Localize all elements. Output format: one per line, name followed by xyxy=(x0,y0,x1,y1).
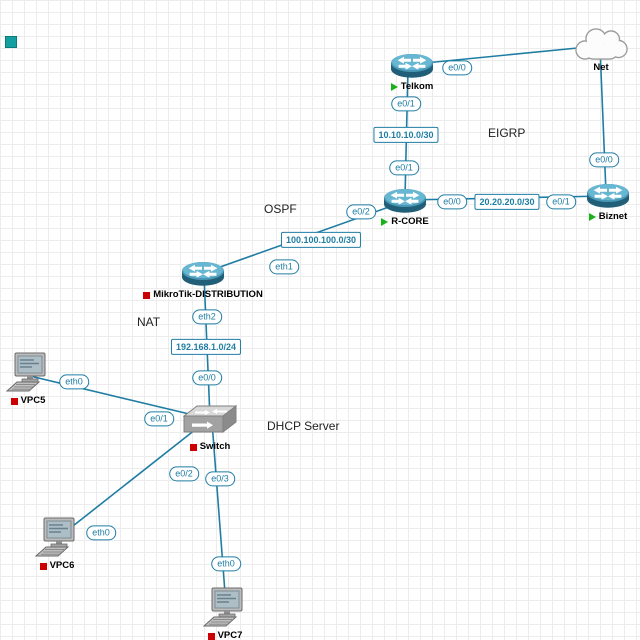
interface-label-switch-vpc5: e0/1 xyxy=(144,411,174,427)
subnet-label-rcore-mikrotik: 100.100.100.0/30 xyxy=(280,231,362,249)
interface-label-biznet-rcore: e0/1 xyxy=(546,194,576,210)
node-net[interactable]: Net xyxy=(572,27,630,73)
interface-label-switch-vpc7: e0/3 xyxy=(205,471,235,487)
interface-label-rcore-biznet: e0/0 xyxy=(437,194,467,210)
node-label: Biznet xyxy=(588,211,628,222)
node-label-text: Telkom xyxy=(400,81,434,92)
square-shape[interactable] xyxy=(5,36,17,48)
interface-label-telkom-net: e0/0 xyxy=(442,60,472,76)
node-telkom[interactable]: Telkom xyxy=(389,50,435,92)
node-mikrotik-distribution[interactable]: MikroTik-DISTRIBUTION xyxy=(143,258,263,300)
annotation-ospf: OSPF xyxy=(264,202,297,216)
node-label: VPC7 xyxy=(207,630,243,640)
node-label-text: MikroTik-DISTRIBUTION xyxy=(153,289,263,300)
node-biznet[interactable]: Biznet xyxy=(585,180,631,222)
subnet-label-telkom-rcore: 10.10.10.0/30 xyxy=(373,126,439,144)
interface-label-rcore-telkom: e0/1 xyxy=(389,160,419,176)
node-switch[interactable]: Switch xyxy=(183,404,237,452)
pc-icon xyxy=(6,352,46,392)
interface-label-vpc6-switch: eth0 xyxy=(86,525,116,541)
node-rcore[interactable]: R-CORE xyxy=(381,185,429,227)
status-stopped-icon xyxy=(10,397,18,405)
node-label: Switch xyxy=(189,441,231,452)
node-label: R-CORE xyxy=(381,216,429,227)
node-label-text: R-CORE xyxy=(391,216,429,227)
status-running-icon xyxy=(381,218,389,227)
status-stopped-icon xyxy=(143,291,151,299)
status-running-icon xyxy=(390,83,398,92)
subnet-label-rcore-biznet: 20.20.20.0/30 xyxy=(474,193,540,211)
node-label-text: VPC6 xyxy=(49,560,75,571)
interface-label-vpc5-switch: eth0 xyxy=(59,374,89,390)
cloud-icon xyxy=(575,28,628,60)
link-biznet-net[interactable] xyxy=(599,46,607,194)
status-stopped-icon xyxy=(207,632,215,640)
node-label: VPC6 xyxy=(39,560,75,571)
status-running-icon xyxy=(588,213,596,222)
node-label: VPC5 xyxy=(10,395,46,406)
annotation-dhcp-server: DHCP Server xyxy=(267,419,340,433)
node-label: MikroTik-DISTRIBUTION xyxy=(143,289,263,300)
node-label-text: VPC7 xyxy=(217,630,243,640)
interface-label-biznet-net: e0/0 xyxy=(589,152,619,168)
router-icon xyxy=(587,184,629,208)
status-stopped-icon xyxy=(39,562,47,570)
node-label-text: Biznet xyxy=(598,211,628,222)
interface-label-mikrotik-switch: eth2 xyxy=(192,309,222,325)
link-telkom-net[interactable] xyxy=(414,45,599,65)
node-label-text: Switch xyxy=(199,441,231,452)
annotation-eigrp: EIGRP xyxy=(488,126,526,140)
node-vpc5[interactable]: VPC5 xyxy=(6,352,50,406)
router-icon xyxy=(182,262,224,286)
node-vpc6[interactable]: VPC6 xyxy=(35,517,79,571)
link-switch-vpc6[interactable] xyxy=(58,421,206,538)
interface-label-mikrotik-rcore: eth1 xyxy=(269,259,299,275)
node-label: Telkom xyxy=(390,81,434,92)
node-label-text: VPC5 xyxy=(20,395,46,406)
interface-label-rcore-mikrotik: e0/2 xyxy=(346,204,376,220)
interface-label-vpc7-switch: eth0 xyxy=(211,556,241,572)
router-icon xyxy=(391,54,433,78)
interface-label-telkom-rcore: e0/1 xyxy=(391,96,421,112)
switch-icon xyxy=(183,404,237,434)
subnet-label-mikrotik-switch: 192.168.1.0/24 xyxy=(170,338,242,356)
interface-label-switch-mikrotik: e0/0 xyxy=(192,370,222,386)
status-stopped-icon xyxy=(189,443,197,451)
pc-icon xyxy=(35,517,75,557)
interface-label-switch-vpc6: e0/2 xyxy=(169,466,199,482)
node-label: Net xyxy=(593,62,609,73)
pc-icon xyxy=(203,587,243,627)
link-switch-vpc5[interactable] xyxy=(29,375,207,419)
annotation-nat: NAT xyxy=(137,315,161,329)
node-label-text: Net xyxy=(593,62,609,73)
link-switch-vpc7[interactable] xyxy=(211,421,227,607)
node-vpc7[interactable]: VPC7 xyxy=(203,587,247,640)
router-icon xyxy=(384,189,426,213)
